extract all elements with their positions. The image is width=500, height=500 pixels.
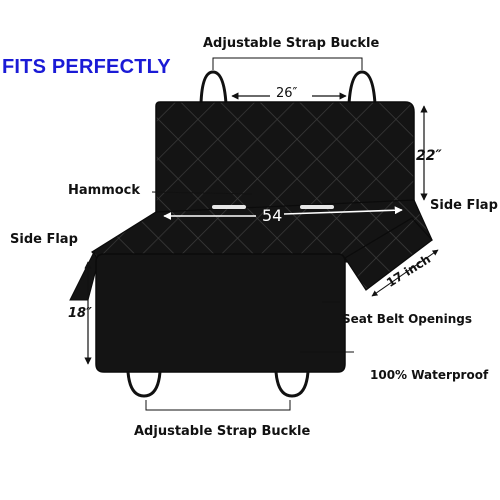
hammock-pointer-line [151, 191, 253, 195]
bottom-strap-loop-right [274, 371, 310, 398]
top-strap-loop-left [199, 70, 228, 105]
headline: FITS PERFECTLY [2, 56, 171, 78]
side-flap-label-left: Side Flap [10, 232, 78, 247]
backrest-height-label: 22″ [416, 148, 442, 164]
bottom-strap-loop-left [126, 371, 162, 398]
top-strap-bracket [212, 57, 363, 70]
seat-panel [95, 253, 346, 373]
seat-belt-slot-left [212, 205, 246, 209]
strap-buckle-label-bottom: Adjustable Strap Buckle [134, 424, 311, 439]
bottom-strap-bracket [145, 400, 291, 411]
flap-length-arrow [371, 249, 439, 297]
top-strap-loop-right [347, 70, 377, 105]
backrest-panel [155, 101, 415, 217]
width-label: 54 [262, 206, 283, 225]
waterproof-label: 100% Waterproof [370, 368, 489, 382]
side-flap-left [69, 250, 99, 301]
width-arrow-right [283, 206, 403, 215]
strap-buckle-label-top: Adjustable Strap Buckle [203, 36, 380, 51]
seat-belt-openings-label: Seat Belt Openings [342, 312, 472, 326]
seat-belt-slot-right [300, 205, 334, 209]
strap-spacing-label: 26″ [276, 86, 298, 101]
seat-depth-label: 18″ [68, 306, 92, 321]
side-flap-label-right: Side Flap [430, 198, 498, 213]
hammock-label: Hammock [68, 183, 141, 198]
